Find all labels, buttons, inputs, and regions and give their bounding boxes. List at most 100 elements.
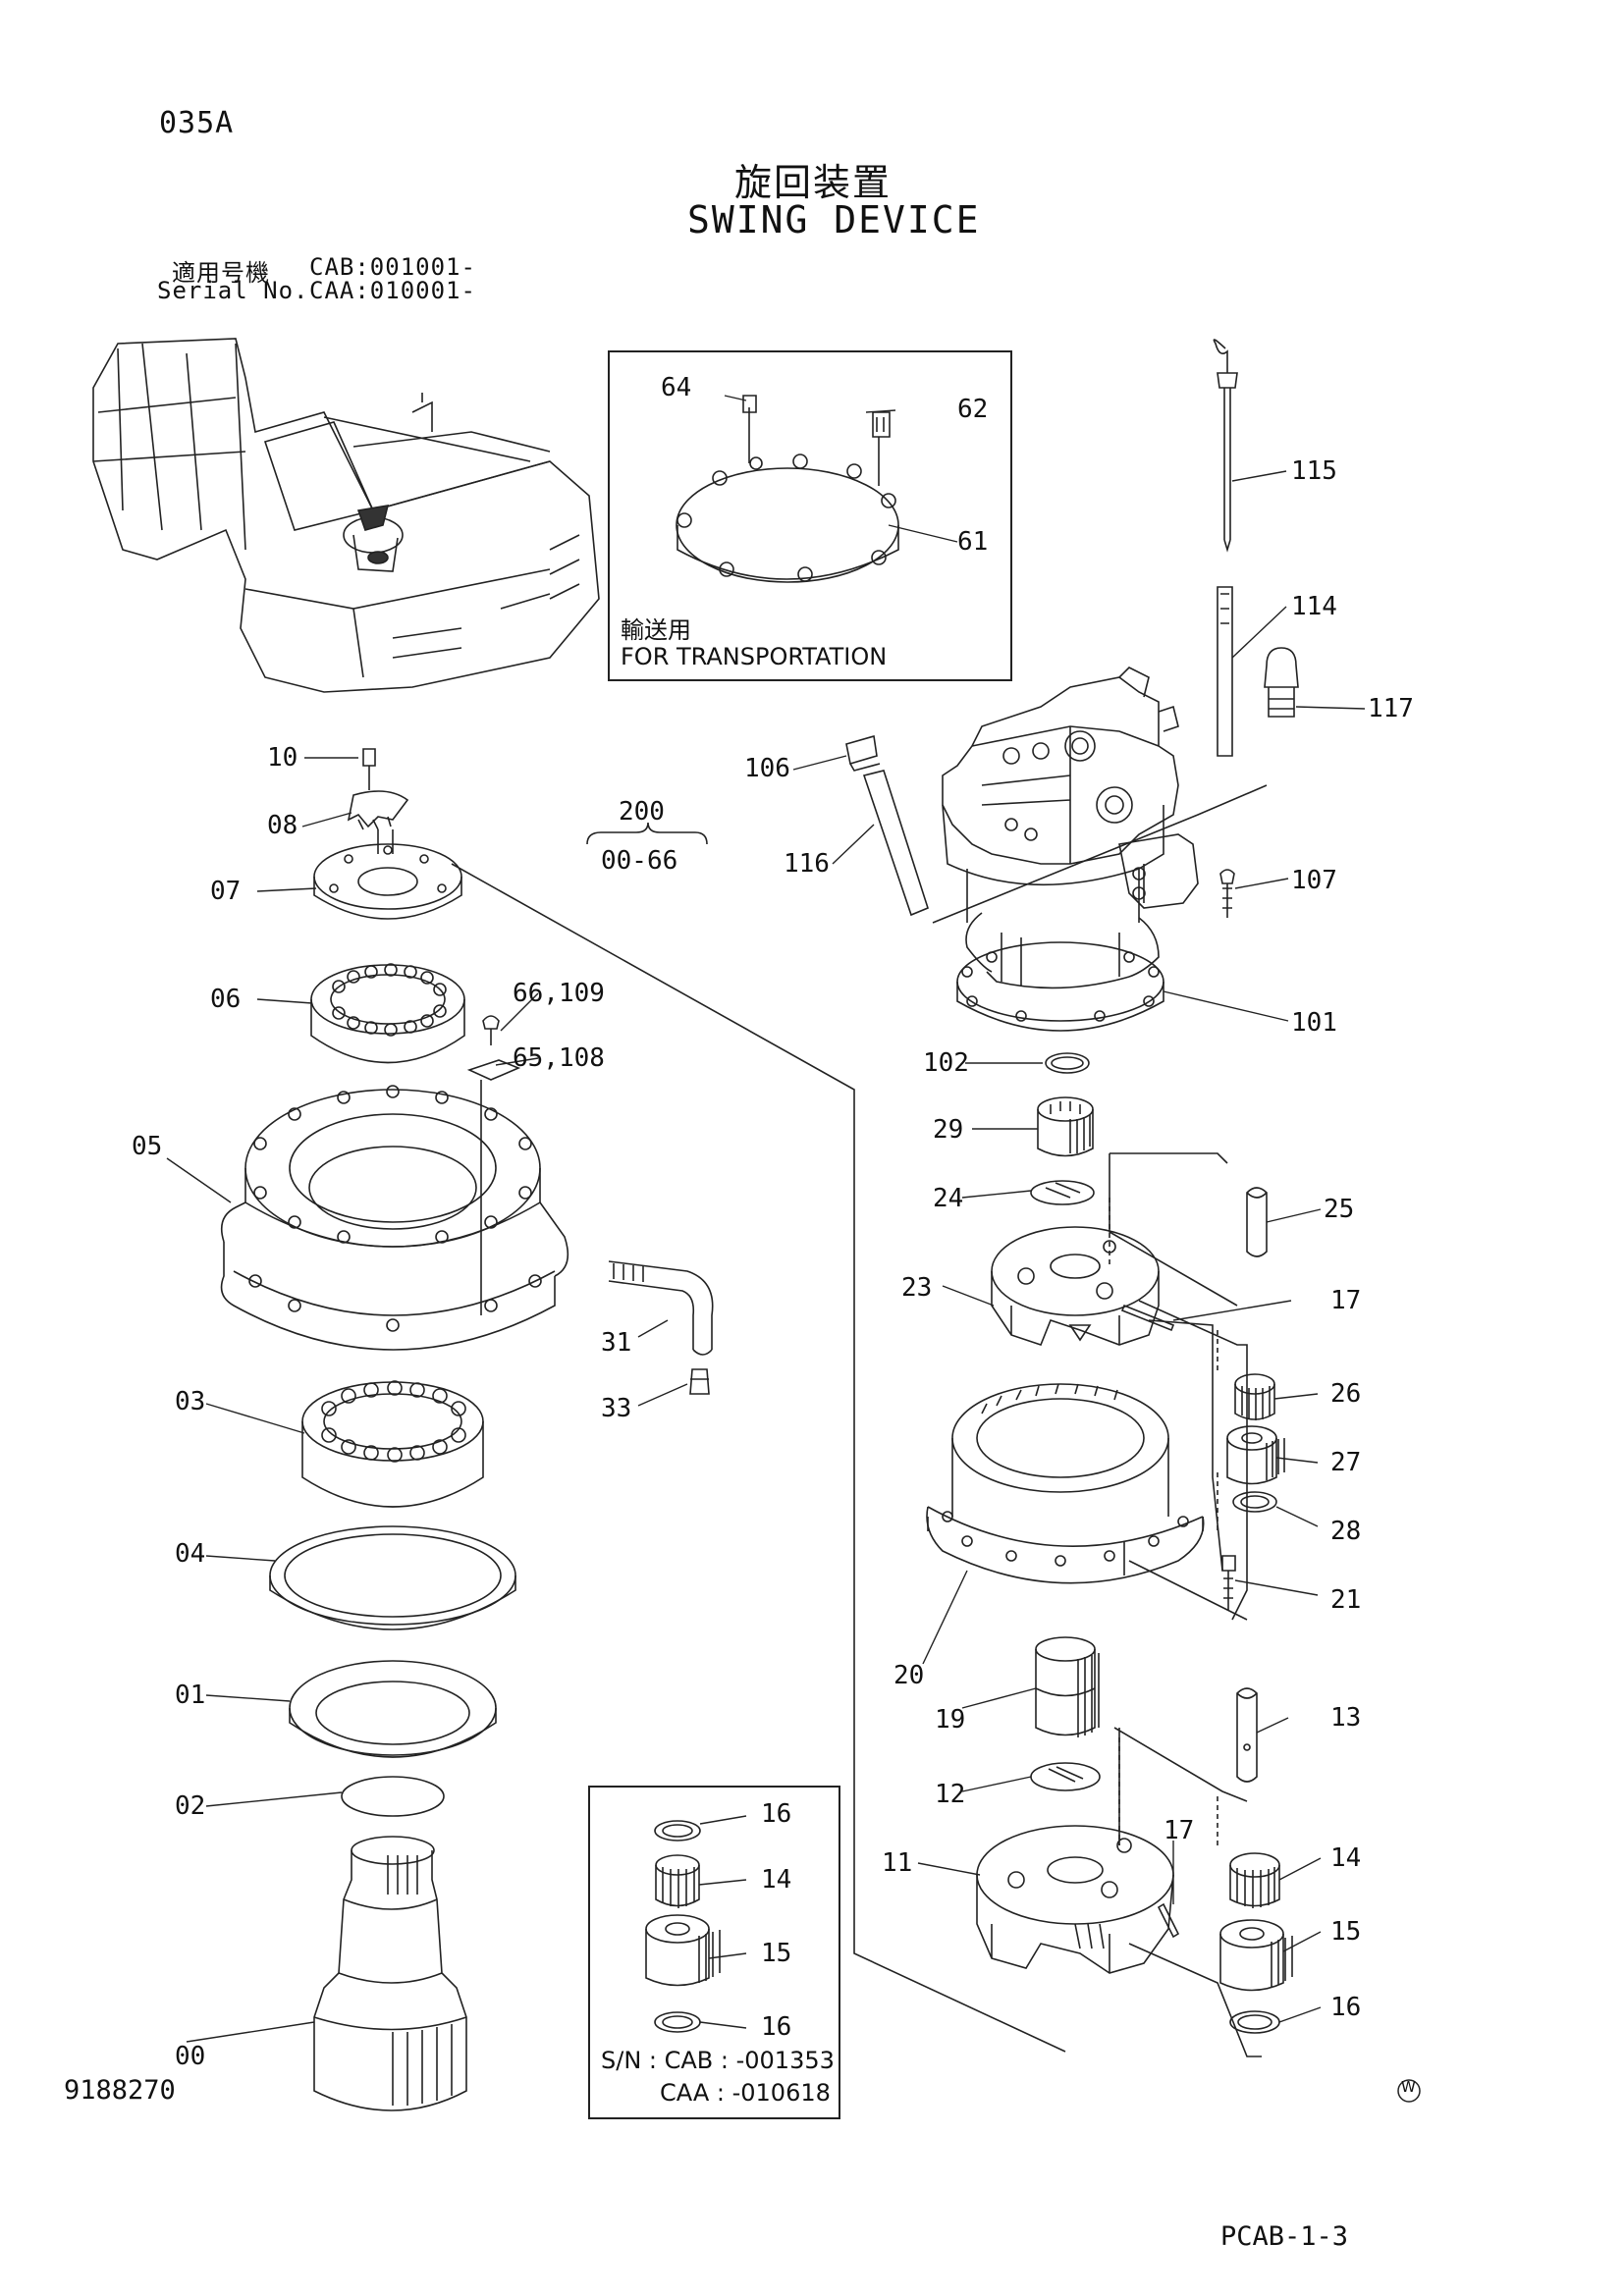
sn-inset-parts bbox=[646, 1821, 720, 2032]
pin-17-upper bbox=[1122, 1306, 1173, 1330]
callout-10: 10 bbox=[267, 743, 298, 773]
snap-ring-102 bbox=[1046, 1053, 1089, 1073]
title-en: SWING DEVICE bbox=[687, 198, 981, 241]
callout-61: 61 bbox=[957, 527, 989, 557]
callout-12: 12 bbox=[935, 1780, 966, 1809]
sn-cab-range: S/N : CAB : -001353 bbox=[601, 2047, 835, 2074]
callout-06: 06 bbox=[210, 985, 242, 1014]
callout-02: 02 bbox=[175, 1791, 206, 1821]
housing-05 bbox=[222, 1080, 568, 1350]
callout-28: 28 bbox=[1330, 1517, 1362, 1546]
serial-cab: CAB:001001- bbox=[309, 253, 476, 281]
callout-115: 115 bbox=[1291, 456, 1337, 486]
callout-64: 64 bbox=[661, 373, 692, 402]
callout-07: 07 bbox=[210, 877, 242, 906]
seal-ring-01 bbox=[290, 1661, 496, 1757]
planet-gear-15-right bbox=[1220, 1920, 1292, 1991]
reference-sheet: 00-66 bbox=[601, 846, 678, 876]
callout-03: 03 bbox=[175, 1387, 206, 1416]
callout-114: 114 bbox=[1291, 592, 1337, 621]
callout-33: 33 bbox=[601, 1394, 632, 1423]
alignment-lines-right bbox=[933, 785, 1267, 2056]
callout-16-right: 16 bbox=[1330, 1993, 1362, 2022]
callout-16-inset-top: 16 bbox=[761, 1799, 792, 1829]
left-stack-top bbox=[314, 749, 461, 919]
serial-label-en: Serial No. bbox=[157, 277, 309, 304]
callout-23: 23 bbox=[901, 1273, 933, 1303]
drawing-number: 9188270 bbox=[64, 2075, 176, 2106]
serial-caa: CAA:010001- bbox=[309, 277, 476, 304]
reference-number: 200 bbox=[619, 797, 665, 827]
callout-01: 01 bbox=[175, 1681, 206, 1710]
hose-31 bbox=[609, 1261, 713, 1355]
transportation-inset-frame bbox=[609, 351, 1011, 680]
w-mark: W bbox=[1401, 2078, 1416, 2096]
bearing-14-right bbox=[1230, 1853, 1279, 1908]
bolt-21 bbox=[1222, 1556, 1235, 1610]
reference-brace bbox=[587, 823, 707, 844]
callout-66-109: 66,109 bbox=[513, 979, 605, 1008]
callout-117: 117 bbox=[1368, 694, 1414, 723]
bearing-03 bbox=[302, 1381, 483, 1507]
w-mark-circle bbox=[1398, 2080, 1420, 2102]
sun-gear-19 bbox=[1036, 1637, 1099, 1737]
pin-25 bbox=[1247, 1188, 1267, 1256]
callout-15-right: 15 bbox=[1330, 1917, 1362, 1947]
excavator-locator-sketch bbox=[93, 339, 599, 692]
thrust-plate-24 bbox=[1031, 1181, 1094, 1204]
alignment-line-left bbox=[452, 864, 1065, 2052]
callout-08: 08 bbox=[267, 811, 298, 840]
washer-28 bbox=[1233, 1492, 1276, 1512]
shaft-00 bbox=[314, 1837, 466, 2110]
ring-gear-20 bbox=[927, 1384, 1204, 1583]
callout-00: 00 bbox=[175, 2042, 206, 2071]
planet-gear-27 bbox=[1227, 1426, 1284, 1484]
title-jp: 旋回装置 bbox=[734, 161, 893, 204]
bearing-26 bbox=[1235, 1374, 1274, 1420]
callout-17-lower: 17 bbox=[1164, 1816, 1195, 1845]
seal-04 bbox=[270, 1526, 515, 1629]
pin-13 bbox=[1237, 1688, 1257, 1782]
callout-25: 25 bbox=[1324, 1195, 1355, 1224]
callout-14-right: 14 bbox=[1330, 1843, 1362, 1873]
leader-lines bbox=[167, 396, 1365, 2042]
transport-title-jp: 輸送用 bbox=[621, 616, 691, 644]
callout-17-upper: 17 bbox=[1330, 1286, 1362, 1315]
callout-31: 31 bbox=[601, 1328, 632, 1358]
callout-29: 29 bbox=[933, 1115, 964, 1145]
callout-05: 05 bbox=[132, 1132, 163, 1161]
callout-106: 106 bbox=[744, 754, 790, 783]
o-ring-02 bbox=[342, 1777, 444, 1816]
plate-65-108 bbox=[469, 1060, 518, 1080]
screw-66-109 bbox=[483, 1016, 499, 1045]
serial-label-jp: 適用号機 bbox=[172, 259, 270, 287]
callout-65-108: 65,108 bbox=[513, 1043, 605, 1073]
page-reference: PCAB-1-3 bbox=[1220, 2221, 1349, 2252]
callout-11: 11 bbox=[882, 1848, 913, 1878]
transport-cover-plate bbox=[677, 396, 898, 582]
callout-26: 26 bbox=[1330, 1379, 1362, 1409]
callout-15-inset: 15 bbox=[761, 1939, 792, 1968]
washer-16-right bbox=[1230, 2011, 1279, 2033]
callout-101: 101 bbox=[1291, 1008, 1337, 1038]
alignment-dashes-right bbox=[1110, 1198, 1218, 1845]
swing-motor-101 bbox=[846, 340, 1298, 1031]
transport-title-en: FOR TRANSPORTATION bbox=[621, 643, 888, 670]
bearing-06 bbox=[311, 964, 464, 1063]
callout-24: 24 bbox=[933, 1184, 964, 1213]
callout-16-inset-bottom: 16 bbox=[761, 2012, 792, 2042]
callout-107: 107 bbox=[1291, 866, 1337, 895]
callout-20: 20 bbox=[893, 1661, 925, 1690]
pin-17-lower bbox=[1159, 1904, 1178, 1937]
pin-13-hole bbox=[1244, 1744, 1250, 1750]
callout-13: 13 bbox=[1330, 1703, 1362, 1733]
callout-21: 21 bbox=[1330, 1585, 1362, 1615]
callout-14-inset: 14 bbox=[761, 1865, 792, 1895]
callout-62: 62 bbox=[957, 395, 989, 424]
carrier-23 bbox=[992, 1227, 1159, 1345]
thrust-plate-12 bbox=[1031, 1763, 1100, 1790]
callout-27: 27 bbox=[1330, 1448, 1362, 1477]
callout-116: 116 bbox=[784, 849, 830, 879]
sn-inset-frame bbox=[589, 1787, 839, 2118]
